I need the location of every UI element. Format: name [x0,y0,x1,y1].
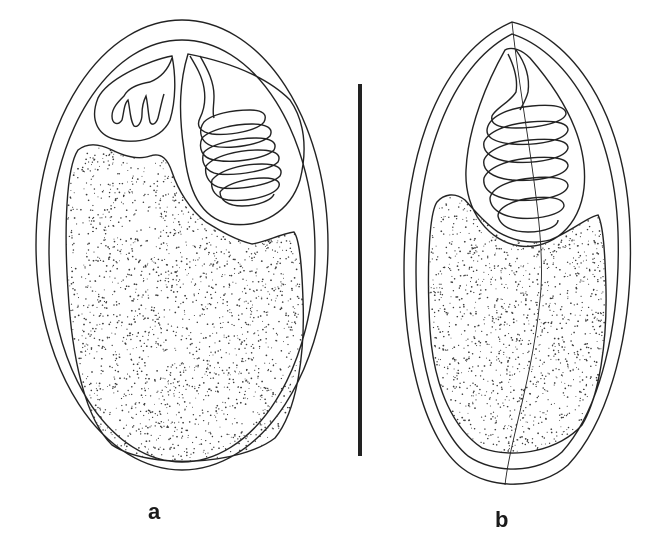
panel-label-a: a [148,501,160,523]
spore-b [404,22,630,485]
sporoplasm-a-stipple [62,139,307,468]
spore-a [36,20,328,470]
panel-label-b: b [495,509,508,531]
polar-filament-a-left [112,58,172,126]
polar-filament-a-right [190,56,281,206]
scale-bar [358,84,362,456]
sporoplasm-b [428,195,606,453]
polar-filament-a-right-track [200,56,214,118]
polar-filament-b [484,54,568,232]
sporoplasm-a [66,145,303,462]
sporoplasm-b-stipple [425,188,608,463]
